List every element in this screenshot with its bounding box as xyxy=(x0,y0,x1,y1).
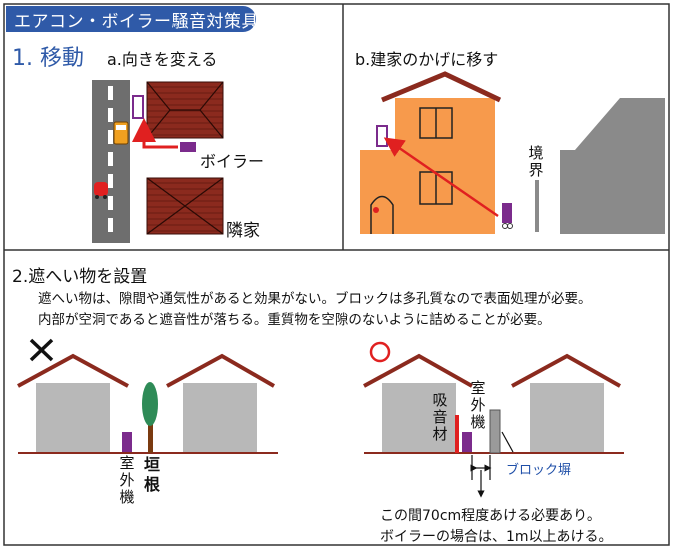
own-house-roof xyxy=(146,81,224,139)
subsection-a-label: a.向きを変える xyxy=(107,50,218,69)
boundary-line xyxy=(535,180,539,232)
sound-absorber xyxy=(455,415,459,453)
neighbor-house-gray xyxy=(560,98,665,234)
body-text-line2: 内部が空洞であると遮音性が落ちる。重質物を空隙のないように詰めることが必要。 xyxy=(38,312,551,328)
section2-heading: 2.遮へい物を設置 xyxy=(12,267,148,287)
neighbor-label: 隣家 xyxy=(226,221,260,241)
hedge-foliage xyxy=(142,382,158,426)
boiler-unit xyxy=(180,142,196,152)
block-wall xyxy=(489,409,501,454)
right-house-1 xyxy=(363,353,473,453)
absorber-label: 吸音材 xyxy=(432,391,448,443)
note-line2: ボイラーの場合は、1m以上あける。 xyxy=(380,529,613,545)
note-line1: この間70cm程度あける必要あり。 xyxy=(380,508,601,524)
boiler-unit-b xyxy=(502,203,513,229)
outer-border xyxy=(3,3,670,546)
block-wall-pointer xyxy=(501,431,514,453)
orange-house xyxy=(360,71,502,234)
title-bar xyxy=(6,6,256,32)
outdoor-unit-left xyxy=(122,432,132,452)
new-unit-position xyxy=(376,125,388,147)
subsection-b-label: b.建家のかげに移す xyxy=(355,50,499,69)
road-center-line xyxy=(108,86,113,232)
boiler-label: ボイラー xyxy=(200,152,265,171)
gap-dimension xyxy=(470,455,492,498)
section1-heading: 1. 移動 xyxy=(12,46,84,71)
block-wall-label: ブロック塀 xyxy=(506,463,572,478)
car-icon xyxy=(94,182,108,199)
bad-mark-x xyxy=(29,338,54,362)
hedge-label: 垣根 xyxy=(143,455,160,494)
hedge-trunk xyxy=(148,410,153,453)
good-mark-o xyxy=(369,341,391,363)
move-arrow-b xyxy=(383,137,499,218)
outdoor-unit-label-right: 室外機 xyxy=(470,379,486,431)
page-title: エアコン・ボイラー騒音対策具体例 xyxy=(14,12,294,32)
bus-icon xyxy=(113,121,129,145)
old-unit-position xyxy=(132,95,144,119)
left-house-2 xyxy=(166,353,275,453)
neighbor-house-roof xyxy=(146,177,224,235)
right-house-2 xyxy=(511,353,621,453)
outdoor-unit-right xyxy=(462,432,472,452)
left-house-1 xyxy=(17,353,129,453)
boundary-label: 境界 xyxy=(528,144,544,179)
move-arrow-a xyxy=(132,118,178,149)
outdoor-unit-label-left: 室外機 xyxy=(119,454,135,506)
body-text-line1: 遮へい物は、隙間や通気性があると効果がない。ブロックは多孔質なので表面処理が必要… xyxy=(38,291,592,307)
